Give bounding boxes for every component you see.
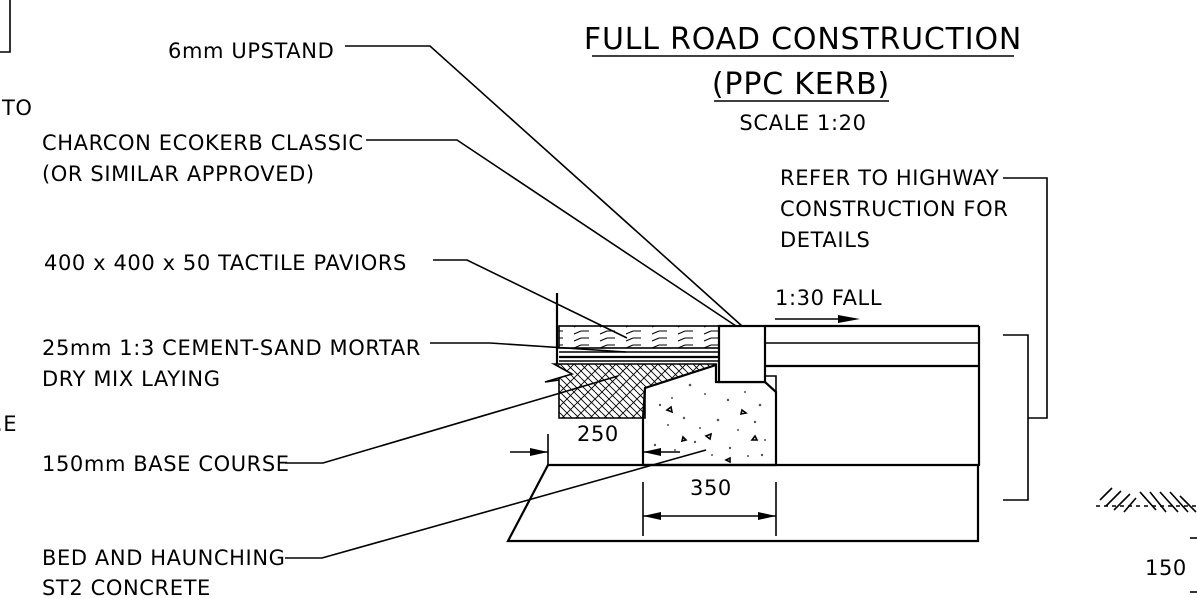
- label-fall: 1:30 FALL: [775, 286, 882, 310]
- label-highway-3: DETAILS: [780, 228, 870, 252]
- title-line-2: (PPC KERB): [712, 67, 890, 102]
- dimension-150-label: 150: [1145, 556, 1187, 580]
- label-highway-1: REFER TO HIGHWAY: [780, 166, 999, 190]
- dimension-350: [642, 482, 777, 536]
- label-bed-1: BED AND HAUNCHING: [42, 546, 286, 570]
- label-upstand: 6mm UPSTAND: [168, 39, 334, 63]
- tactile-paviors: [558, 325, 720, 349]
- dimension-350-label: 350: [690, 476, 732, 500]
- label-base: 150mm BASE COURSE: [42, 452, 290, 476]
- carriageway-layers: [764, 324, 981, 466]
- label-paviors: 400 x 400 x 50 TACTILE PAVIORS: [44, 251, 407, 275]
- label-bed-2: ST2 CONCRETE: [42, 576, 211, 598]
- label-mortar-1: 25mm 1:3 CEMENT-SAND MORTAR: [42, 336, 421, 360]
- scale-label: SCALE 1:20: [739, 111, 866, 135]
- kerb-unit: [717, 324, 767, 384]
- label-highway-2: CONSTRUCTION FOR: [780, 197, 1008, 221]
- dimension-250-label: 250: [577, 422, 619, 446]
- label-mortar-2: DRY MIX LAYING: [42, 367, 221, 391]
- border-fragment: [0, 0, 11, 53]
- cropped-text-to: TO: [1, 96, 33, 120]
- title-line-1: FULL ROAD CONSTRUCTION: [584, 22, 1022, 57]
- base-course: [544, 363, 717, 419]
- label-kerb-2: (OR SIMILAR APPROVED): [42, 162, 315, 186]
- sub-base-layer: [506, 463, 980, 543]
- fall-arrow: [775, 315, 860, 323]
- cropped-hatch-fragment: [1096, 487, 1197, 593]
- dimension-250: [510, 434, 680, 464]
- label-kerb-1: CHARCON ECOKERB CLASSIC: [42, 131, 364, 155]
- leader-lines: [285, 45, 1048, 559]
- cropped-text-e: .E: [0, 412, 17, 436]
